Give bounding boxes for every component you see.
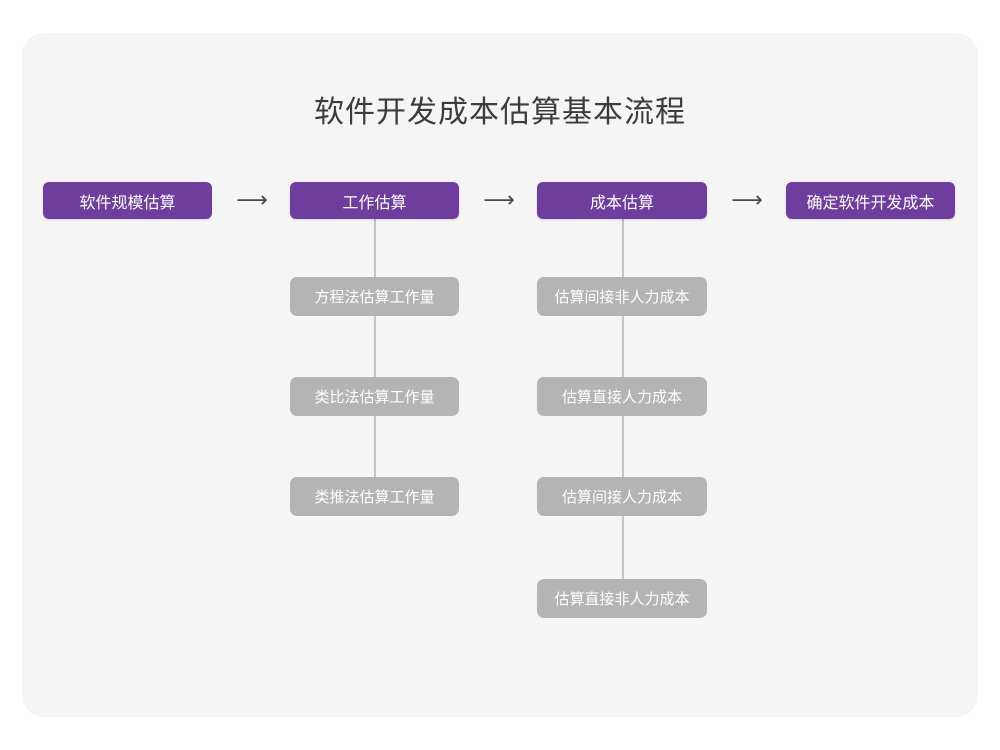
substep-node-3-3[interactable]: 估算间接人力成本 (537, 477, 707, 516)
diagram-card (22, 33, 978, 717)
substep-node-2-2[interactable]: 类比法估算工作量 (290, 377, 459, 416)
stage-node-2[interactable]: 工作估算 (290, 182, 459, 219)
stage-node-3[interactable]: 成本估算 (537, 182, 707, 219)
page-title: 软件开发成本估算基本流程 (314, 96, 686, 129)
substep-node-3-1[interactable]: 估算间接非人力成本 (537, 277, 707, 316)
substep-node-3-4[interactable]: 估算直接非人力成本 (537, 579, 707, 618)
substep-node-2-1[interactable]: 方程法估算工作量 (290, 277, 459, 316)
substep-node-3-2[interactable]: 估算直接人力成本 (537, 377, 707, 416)
stage-node-4[interactable]: 确定软件开发成本 (786, 182, 955, 219)
stage-node-1[interactable]: 软件规模估算 (43, 182, 212, 219)
connector-stage-2 (374, 219, 376, 479)
flow-arrow-3: ⟶ (731, 188, 763, 213)
flow-arrow-1: ⟶ (236, 188, 268, 213)
flow-arrow-2: ⟶ (483, 188, 515, 213)
substep-node-2-3[interactable]: 类推法估算工作量 (290, 477, 459, 516)
